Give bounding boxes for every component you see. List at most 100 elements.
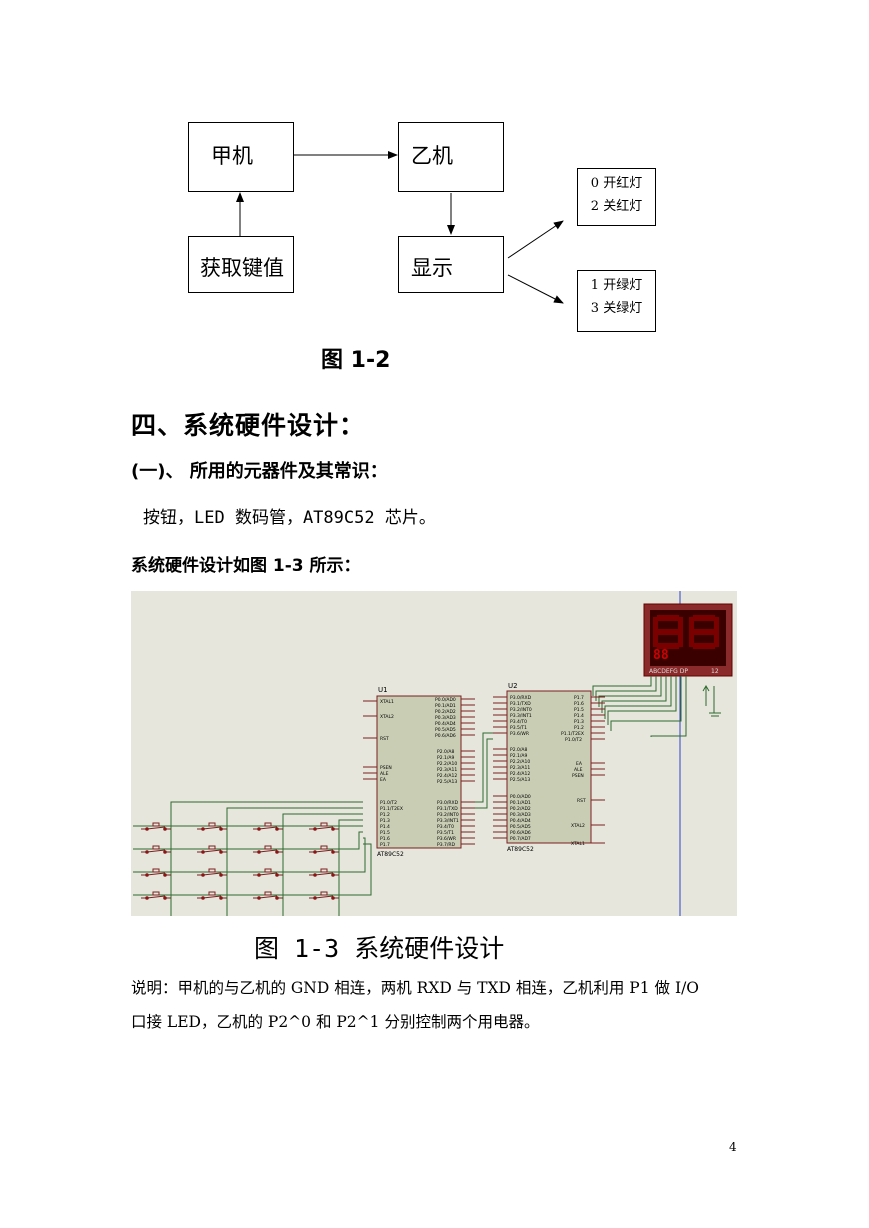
svg-text:P0.3/AD3: P0.3/AD3	[435, 715, 456, 721]
svg-text:P0.2/AD2: P0.2/AD2	[435, 709, 456, 715]
svg-text:P1.4: P1.4	[574, 713, 584, 719]
box-display-label: 显示	[411, 256, 453, 280]
green-off-text: 3 关绿灯	[590, 301, 643, 316]
u2-label: U2	[508, 682, 518, 690]
svg-text:RST: RST	[380, 736, 389, 742]
svg-text:P3.1/TXD: P3.1/TXD	[510, 701, 531, 707]
svg-text:P3.2/INT0: P3.2/INT0	[437, 812, 459, 818]
svg-text:ALE: ALE	[574, 767, 583, 773]
svg-text:EA: EA	[576, 761, 583, 767]
svg-text:P2.4/A12: P2.4/A12	[437, 773, 457, 779]
svg-text:P1.2: P1.2	[574, 725, 584, 731]
display-pins2-label: 12	[711, 668, 719, 675]
intro-text: 系统硬件设计如图 1-3 所示：	[131, 556, 361, 576]
svg-text:XTAL2: XTAL2	[380, 714, 394, 720]
svg-text:P0.0/AD0: P0.0/AD0	[435, 697, 456, 703]
svg-text:P0.5/AD5: P0.5/AD5	[510, 824, 531, 830]
figure-1-3-caption: 图 1-3 系统硬件设计	[254, 934, 505, 963]
svg-text:P1.7: P1.7	[574, 695, 584, 701]
svg-text:P1.0/T2: P1.0/T2	[565, 737, 582, 743]
section-subheading: (一)、 所用的元器件及其常识：	[131, 461, 388, 482]
svg-text:P2.2/A10: P2.2/A10	[510, 759, 530, 765]
svg-text:P3.3/INT1: P3.3/INT1	[437, 818, 459, 824]
svg-text:P1.6: P1.6	[380, 836, 390, 842]
svg-text:ALE: ALE	[380, 771, 389, 777]
svg-text:P1.5: P1.5	[574, 707, 584, 713]
svg-text:P0.3/AD3: P0.3/AD3	[510, 812, 531, 818]
note-line-1: 说明：甲机的与乙机的 GND 相连，两机 RXD 与 TXD 相连，乙机利用 P…	[131, 979, 699, 997]
svg-text:P0.6/AD6: P0.6/AD6	[510, 830, 531, 836]
svg-text:P3.5/T1: P3.5/T1	[437, 830, 454, 836]
svg-text:EA: EA	[380, 777, 387, 783]
svg-text:P0.4/AD4: P0.4/AD4	[510, 818, 531, 824]
svg-text:P3.6/WR: P3.6/WR	[510, 731, 529, 737]
svg-text:P2.0/A8: P2.0/A8	[510, 747, 527, 753]
page-number: 4	[729, 1140, 737, 1154]
seven-segment-display: 88	[643, 603, 733, 677]
svg-text:P0.7/AD7: P0.7/AD7	[510, 836, 531, 842]
box-green-light: 1 开绿灯 3 关绿灯	[577, 270, 656, 332]
box-yiji-label: 乙机	[411, 144, 453, 168]
svg-text:P3.1/TXD: P3.1/TXD	[437, 806, 458, 812]
svg-text:P1.7: P1.7	[380, 842, 390, 848]
svg-text:P2.4/A12: P2.4/A12	[510, 771, 530, 777]
svg-text:P0.1/AD1: P0.1/AD1	[435, 703, 456, 709]
svg-text:P2.1/A9: P2.1/A9	[510, 753, 527, 759]
svg-text:P3.2/INT0: P3.2/INT0	[510, 707, 532, 713]
svg-text:XTAL1: XTAL1	[571, 841, 585, 847]
svg-text:P3.3/INT1: P3.3/INT1	[510, 713, 532, 719]
svg-text:P0.2/AD2: P0.2/AD2	[510, 806, 531, 812]
svg-text:P2.3/A11: P2.3/A11	[437, 767, 457, 773]
svg-text:P0.4/AD4: P0.4/AD4	[435, 721, 456, 727]
svg-text:PSEN: PSEN	[380, 765, 392, 771]
svg-text:XTAL1: XTAL1	[380, 699, 394, 705]
keypad	[141, 822, 339, 900]
u1-label: U1	[378, 686, 388, 694]
svg-text:P2.5/A13: P2.5/A13	[510, 777, 530, 783]
section-heading: 四、系统硬件设计：	[131, 411, 366, 440]
components-text: 按钮，LED 数码管，AT89C52 芯片。	[143, 508, 436, 528]
svg-text:P1.6: P1.6	[574, 701, 584, 707]
svg-text:P1.1/T2EX: P1.1/T2EX	[380, 806, 403, 812]
note-line-2: 口接 LED，乙机的 P2^0 和 P2^1 分别控制两个用电器。	[131, 1013, 540, 1031]
svg-text:P2.0/A8: P2.0/A8	[437, 749, 454, 755]
svg-text:P1.1/T2EX: P1.1/T2EX	[561, 731, 584, 737]
svg-text:P1.4: P1.4	[380, 824, 390, 830]
svg-text:P2.5/A13: P2.5/A13	[437, 779, 457, 785]
svg-text:P1.3: P1.3	[380, 818, 390, 824]
box-jiaji: 甲机	[188, 122, 294, 192]
u1-part: AT89C52	[377, 851, 404, 858]
svg-text:P0.0/AD0: P0.0/AD0	[510, 794, 531, 800]
svg-text:RST: RST	[577, 798, 586, 804]
svg-text:P0.1/AD1: P0.1/AD1	[510, 800, 531, 806]
box-get-key-label: 获取键值	[200, 256, 284, 280]
u1-chip	[376, 695, 462, 849]
svg-text:P2.2/A10: P2.2/A10	[437, 761, 457, 767]
svg-text:P1.0/T2: P1.0/T2	[380, 800, 397, 806]
svg-text:P1.3: P1.3	[574, 719, 584, 725]
box-yiji: 乙机	[398, 122, 504, 192]
u2-part: AT89C52	[507, 846, 534, 853]
svg-text:XTAL2: XTAL2	[571, 823, 585, 829]
u2-chip	[506, 690, 592, 844]
svg-text:P1.5: P1.5	[380, 830, 390, 836]
svg-text:P3.5/T1: P3.5/T1	[510, 725, 527, 731]
flow-arrows	[236, 151, 564, 304]
circuit-drawing: 88 ABCDEFG DP 12 U1 AT89C52	[133, 591, 733, 916]
figure-1-2-title: 图 1-2	[321, 348, 391, 373]
box-red-light: 0 开红灯 2 关红灯	[577, 168, 656, 226]
svg-text:P2.1/A9: P2.1/A9	[437, 755, 454, 761]
svg-text:PSEN: PSEN	[572, 773, 584, 779]
green-on-text: 1 开绿灯	[590, 278, 643, 293]
svg-text:P1.2: P1.2	[380, 812, 390, 818]
svg-text:P0.5/AD5: P0.5/AD5	[435, 727, 456, 733]
box-jiaji-label: 甲机	[211, 144, 253, 168]
svg-text:88: 88	[653, 648, 669, 663]
red-on-text: 0 开红灯	[590, 176, 643, 191]
svg-text:P0.6/AD6: P0.6/AD6	[435, 733, 456, 739]
svg-text:P3.7/RD: P3.7/RD	[437, 842, 456, 848]
svg-text:P2.3/A11: P2.3/A11	[510, 765, 530, 771]
display-pins-label: ABCDEFG DP	[649, 668, 688, 675]
svg-text:P3.6/WR: P3.6/WR	[437, 836, 456, 842]
circuit-schematic: 88 ABCDEFG DP 12 U1 AT89C52	[131, 591, 737, 916]
